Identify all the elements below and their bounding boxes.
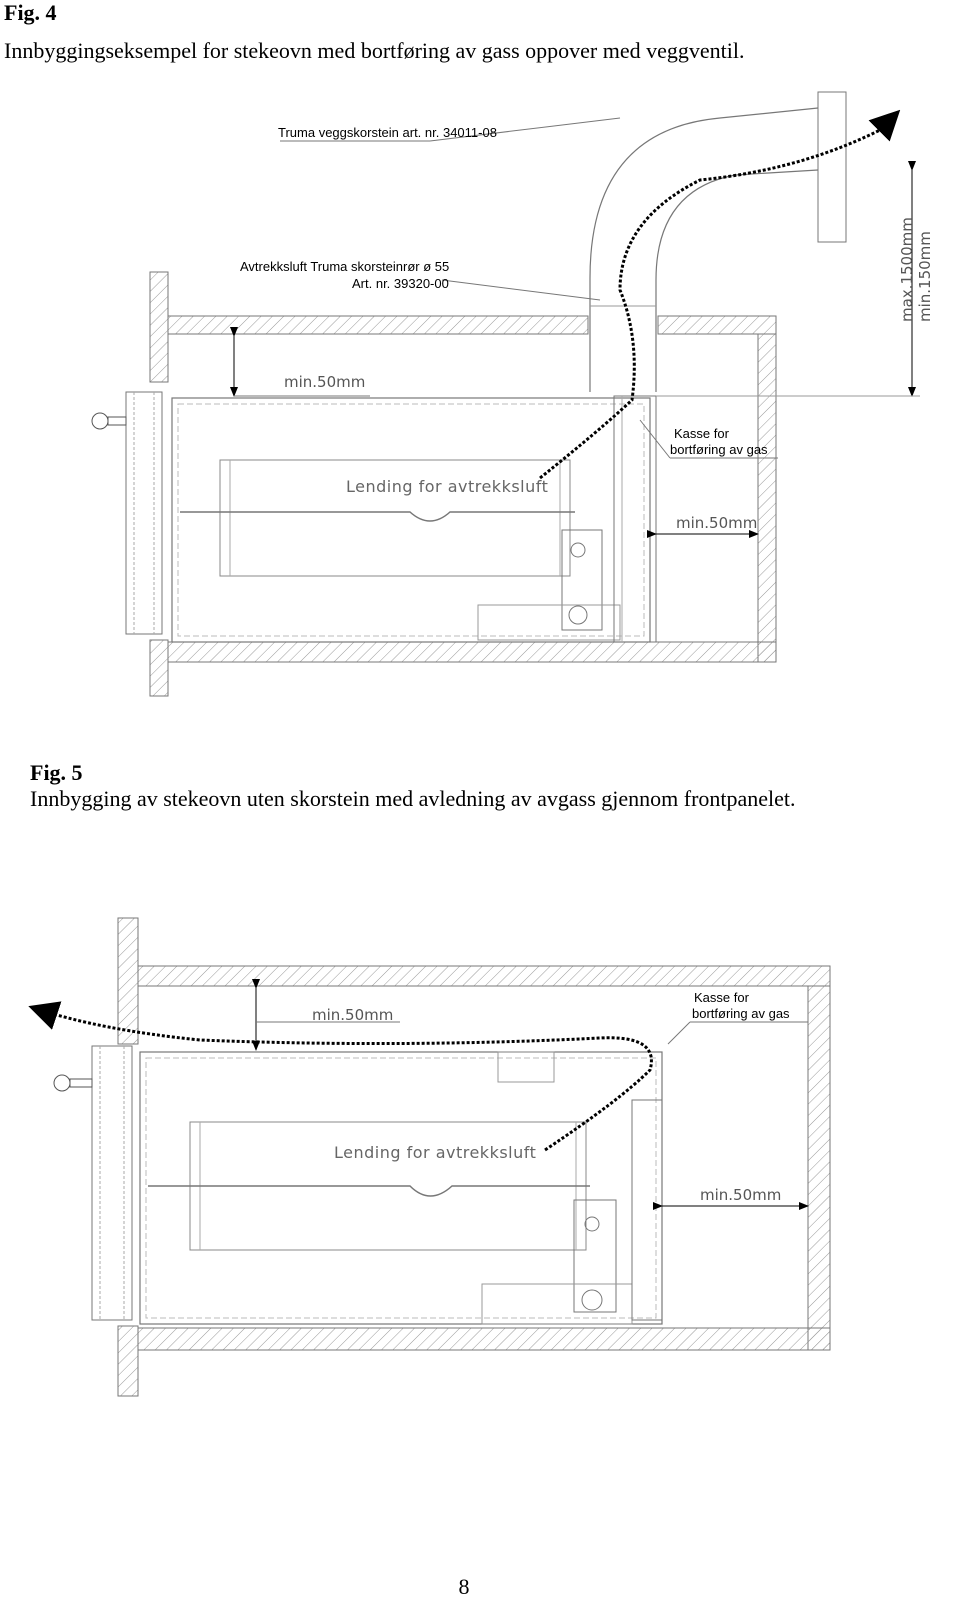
fig5-stencil-text: Lending for avtrekksluft xyxy=(334,1143,536,1162)
fig4-valve xyxy=(561,529,603,631)
fig5-dim-side-text: min.50mm xyxy=(700,1186,781,1204)
fig4-label-pipe-line1: Avtrekksluft Truma skorsteinrør ø 55 xyxy=(240,259,449,274)
fig5-left-wall-upper xyxy=(117,917,139,1045)
fig4-drawing: Truma veggskorstein art. nr. 34011-08 Av… xyxy=(91,91,934,697)
fig4-oven-inner xyxy=(177,403,645,637)
fig5-top-slab xyxy=(137,965,831,987)
fig4-top-slab-right xyxy=(657,315,777,335)
fig4-oven-body xyxy=(171,397,651,643)
page-number: 8 xyxy=(458,1574,470,1599)
fig4-chimney-pipe-outer xyxy=(589,107,819,392)
fig4-wall-vent xyxy=(817,91,847,243)
fig5-valve xyxy=(573,1199,617,1313)
fig4-front-panel xyxy=(125,391,163,635)
fig5-oven-inner xyxy=(145,1057,657,1319)
fig4-title: Fig. 4 xyxy=(4,0,57,25)
fig4-label-pipe-line2: Art. nr. 39320-00 xyxy=(352,276,449,291)
fig4-label-box-line1: Kasse for xyxy=(674,426,730,441)
fig5-front-panel xyxy=(91,1045,133,1321)
fig5-dim-top-text: min.50mm xyxy=(312,1006,393,1024)
fig4-chimney-pipe-inner xyxy=(655,169,819,392)
fig5-knob xyxy=(53,1074,71,1092)
fig5-label-box-line1: Kasse for xyxy=(694,990,750,1005)
fig4-box-leader xyxy=(639,419,671,459)
fig4-dim-height-max: max.1500mm xyxy=(898,217,916,322)
fig5-oven-body xyxy=(139,1051,663,1325)
fig5-label-box-line2: bortføring av gas xyxy=(692,1006,790,1021)
fig4-stencil-text: Lending for avtrekksluft xyxy=(346,477,548,496)
fig5-burner xyxy=(148,1185,590,1197)
fig4-dim-top-text: min.50mm xyxy=(284,373,365,391)
fig4-bottom-slab xyxy=(167,641,777,663)
fig4-burner xyxy=(180,511,575,522)
fig5-bottom-slab xyxy=(137,1327,831,1351)
fig4-label-box-line2: bortføring av gas xyxy=(670,442,768,457)
fig4-dim-height-min: min.150mm xyxy=(916,231,934,322)
fig5-gas-box xyxy=(631,1099,663,1321)
fig4-left-wall-lower xyxy=(149,639,169,697)
fig4-dim-side-text: min.50mm xyxy=(676,514,757,532)
fig5-drawing: Kasse for bortføring av gas min.50mm min… xyxy=(28,917,831,1397)
fig4-left-wall-upper xyxy=(149,271,169,383)
fig4-caption: Innbyggingseksempel for stekeovn med bor… xyxy=(4,38,745,63)
fig4-label-chimney: Truma veggskorstein art. nr. 34011-08 xyxy=(278,125,497,140)
fig4-exhaust-flow-arrow xyxy=(539,109,901,480)
fig5-title: Fig. 5 xyxy=(30,760,83,785)
fig4-pipe-leader xyxy=(441,279,601,301)
fig4-gas-box xyxy=(613,395,657,643)
fig4-right-wall xyxy=(757,333,777,663)
fig4-top-slab-left xyxy=(167,315,589,335)
fig5-box-leader xyxy=(667,1021,691,1045)
fig5-left-wall-lower xyxy=(117,1325,139,1397)
fig5-exhaust-flow-arrow xyxy=(28,1001,653,1152)
fig4-knob xyxy=(91,412,109,430)
fig5-right-wall xyxy=(807,985,831,1351)
fig4-rack xyxy=(219,459,571,577)
fig5-caption: Innbygging av stekeovn uten skorstein me… xyxy=(30,786,796,811)
